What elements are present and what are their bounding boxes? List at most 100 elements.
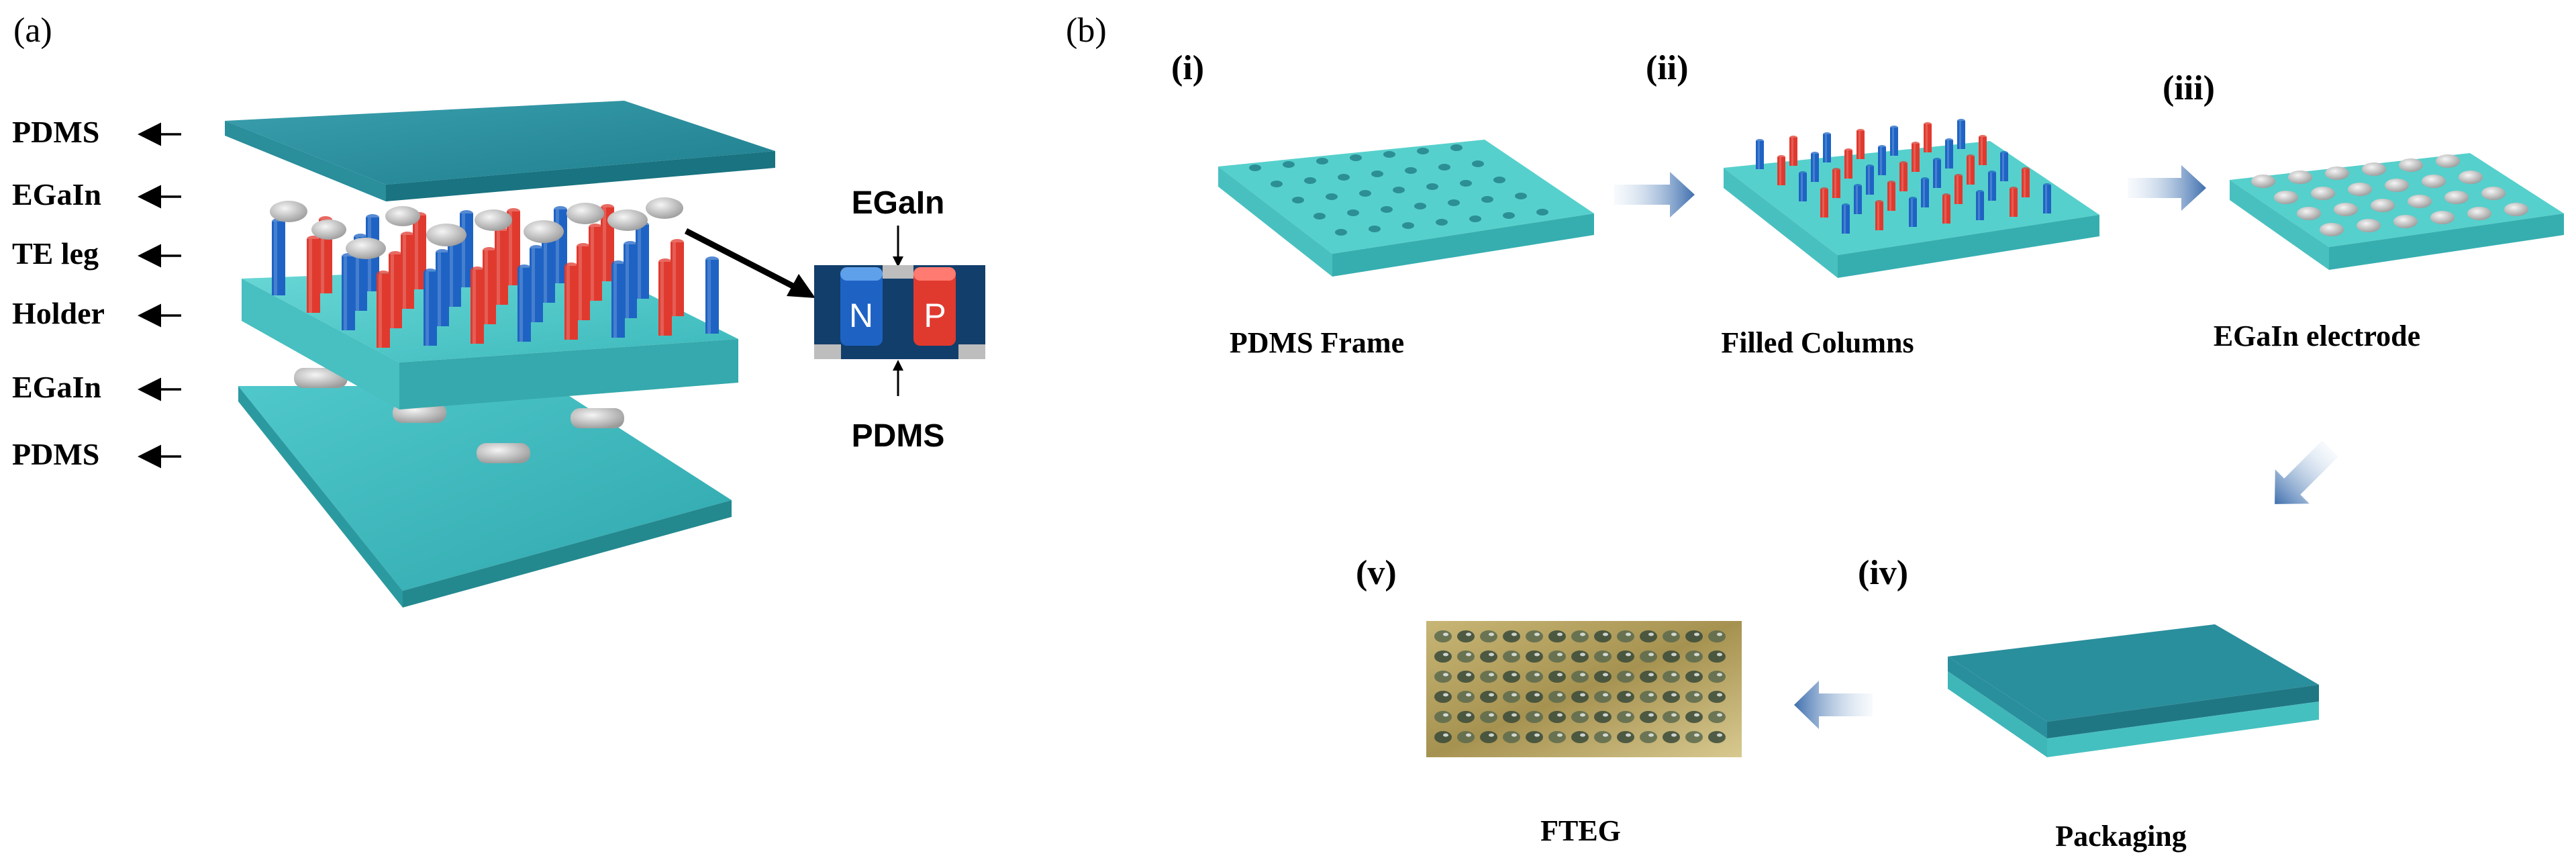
fteg-cell-glint [1648,673,1654,677]
n-leg-highlight [1868,166,1870,195]
fteg-cell [1708,731,1726,743]
p-leg [1820,187,1828,218]
fteg-cell-glint [1717,693,1722,697]
p-leg-highlight [1914,144,1916,172]
n-leg-body [1811,154,1819,182]
fteg-cell [1663,711,1680,723]
frame-hole [1249,164,1261,171]
fteg-cell [1594,671,1612,683]
np-leg-inset: EGaIn N P PDMS [814,185,985,454]
p-leg-body [1942,195,1950,224]
n-leg [1799,171,1807,201]
p-leg-body [1832,170,1840,198]
egain-blob [426,224,466,246]
frame-hole [1405,167,1417,174]
fteg-cell-glint [1626,733,1631,737]
n-leg [272,218,285,295]
p-leg-highlight [1859,131,1861,159]
frame-hole [1326,193,1338,200]
n-leg-highlight [626,244,629,318]
frame-hole [1338,174,1350,181]
step-iii-egain-electrode-illustration [2230,153,2564,270]
n-leg-highlight [1856,186,1858,214]
n-leg-cap [1756,139,1764,143]
p-leg-highlight [1926,124,1928,152]
fteg-cell-glint [1443,673,1448,677]
frame-hole [1347,209,1359,216]
n-leg-highlight [1959,121,1961,149]
p-leg-cap [1856,129,1865,133]
n-leg [1811,152,1819,182]
n-leg-body [1854,186,1862,214]
egain-blob [607,209,648,231]
fteg-cell-glint [1626,693,1631,697]
fteg-cell [1526,691,1543,703]
n-leg-cap [2000,151,2008,155]
fteg-cell-glint [1580,632,1585,636]
fteg-cell [1594,711,1612,723]
n-leg-body [1988,173,1996,201]
p-leg-body [658,262,672,336]
n-leg-highlight [1758,141,1760,169]
p-leg [1844,148,1852,179]
n-leg-body [542,229,555,303]
p-leg-body [401,235,414,309]
layer-label-te-leg: TE leg [12,236,99,271]
n-leg-cap [517,264,531,271]
fteg-cell [1434,671,1452,683]
fteg-cell [1617,630,1634,642]
p-leg-cap [1942,193,1950,197]
fteg-cell [1434,691,1452,703]
frame-hole [1402,222,1414,229]
p-leg [1887,181,1895,211]
frame-hole [1472,160,1484,167]
frame-hole [1450,144,1463,151]
n-leg-body [1976,192,1984,220]
filled-legs [1756,119,2051,234]
p-leg-highlight [321,220,324,293]
fteg-cell [1548,651,1566,663]
n-leg [636,222,649,299]
fteg-cell [1434,651,1452,663]
step-caption-filled-columns: Filled Columns [1721,326,1914,359]
p-leg [389,251,402,328]
n-leg-cap [1866,164,1874,169]
p-leg-body [377,274,390,348]
flow-arrow-shape [1794,681,1873,729]
frame-hole [1460,180,1472,187]
n-leg-body [1957,121,1965,149]
n-leg-body [1945,140,1953,169]
p-leg-cap [658,258,672,265]
egain-blob [524,220,564,243]
n-leg [1878,145,1886,175]
n-leg-highlight [1978,192,1980,220]
step-caption-fteg: FTEG [1540,814,1621,847]
p-leg-highlight [497,231,500,305]
p-leg-body [307,239,320,313]
fteg-cell [1640,731,1657,743]
n-leg-body [1909,199,1917,227]
p-leg-highlight [1791,138,1793,166]
fteg-cell-glint [1671,713,1677,717]
n-leg-cap [624,241,637,248]
n-leg [611,260,625,338]
fteg-cell-glint [1489,632,1494,636]
egain-blob [385,206,420,226]
p-leg-highlight [1956,176,1959,204]
egain-pad [2325,166,2349,180]
inset-egain-pad [958,344,985,359]
fteg-cell-glint [1443,632,1448,636]
fteg-cell [1480,691,1497,703]
n-leg [1854,184,1862,214]
egain-pad [2430,211,2455,224]
p-leg-cap [589,224,602,230]
n-leg-cap [1854,184,1862,188]
pdms-bottom-plate-edge [403,500,732,608]
p-leg-body [2022,169,2030,197]
holder-front [399,339,738,410]
p-leg-body [1820,189,1828,218]
fteg-cell-glint [1648,653,1654,657]
n-leg-highlight [1947,140,1949,169]
n-leg-cap [1799,171,1807,175]
p-leg-highlight [509,211,512,285]
